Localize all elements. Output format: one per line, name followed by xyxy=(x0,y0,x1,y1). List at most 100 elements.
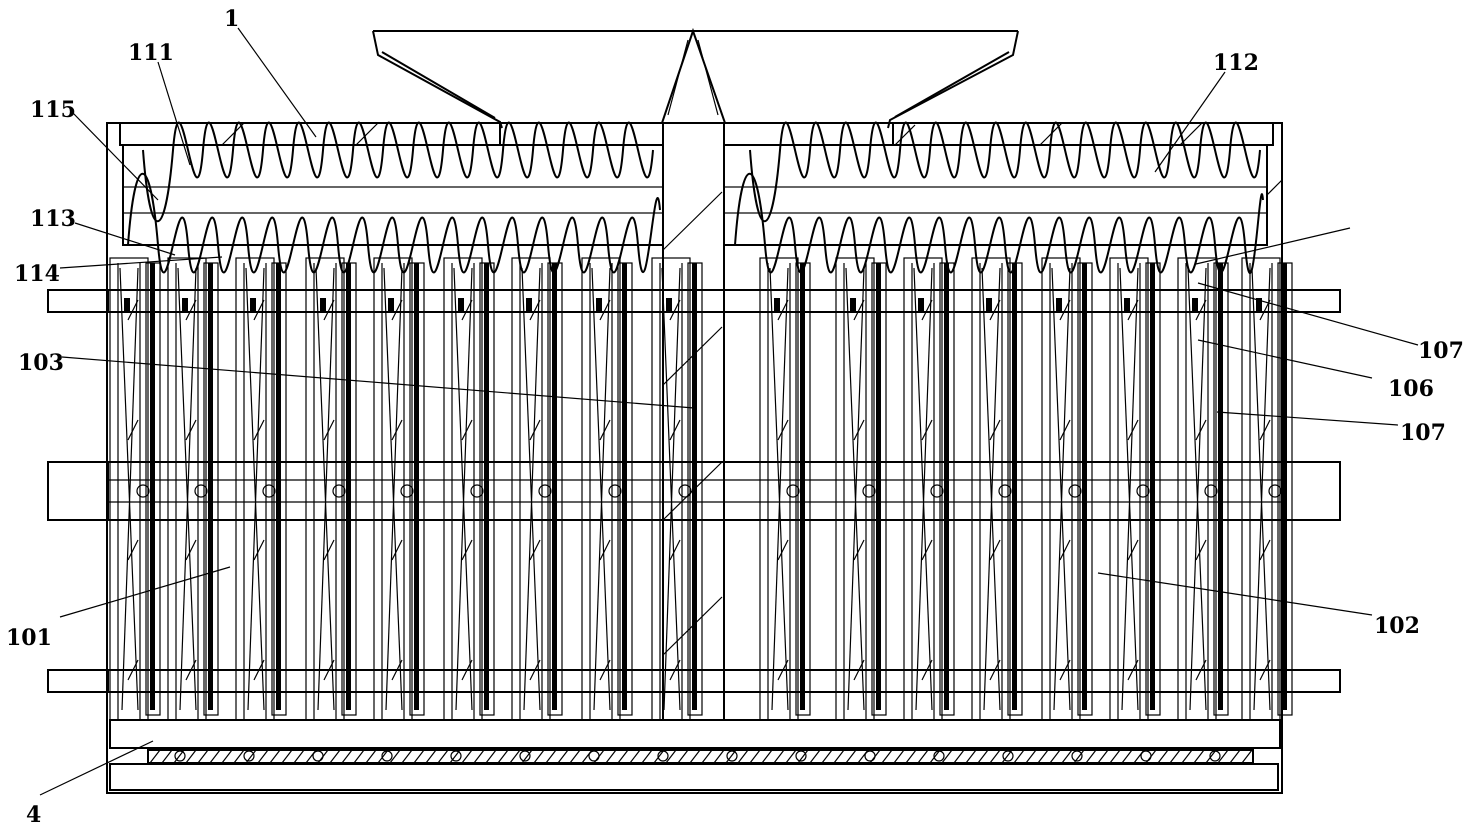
rail-mark xyxy=(250,298,256,312)
hatch-stroke xyxy=(529,659,541,681)
hatch-stroke xyxy=(599,539,611,561)
base-roller xyxy=(1140,750,1152,762)
hatch-line xyxy=(953,749,965,764)
base-roller xyxy=(1071,750,1083,762)
hatch-line xyxy=(365,749,377,764)
hatch-stroke xyxy=(253,419,265,441)
hatch-stroke xyxy=(185,419,197,441)
pin-hole xyxy=(786,484,800,498)
taper-line xyxy=(981,267,1001,711)
hopper xyxy=(372,30,1019,129)
taper-line xyxy=(521,267,541,711)
plate-frame xyxy=(939,262,955,716)
hatch-stroke xyxy=(391,419,403,441)
hatch-stroke xyxy=(989,539,1001,561)
hatch-line xyxy=(989,749,1001,764)
taper-line xyxy=(1253,267,1271,711)
hatch-line xyxy=(1229,749,1241,764)
plate-frame xyxy=(1077,262,1093,716)
base-roller xyxy=(726,750,738,762)
plate-frame xyxy=(409,262,425,716)
hatch-stroke xyxy=(253,539,265,561)
pin-hole xyxy=(470,484,484,498)
hatch-stroke xyxy=(461,659,473,681)
hatch-line xyxy=(161,749,173,764)
plate-frame xyxy=(1007,262,1023,716)
plate-frame xyxy=(341,262,357,716)
hatch-line xyxy=(1217,749,1229,764)
dark-plate xyxy=(622,263,627,710)
hatch-line xyxy=(1169,749,1181,764)
dark-plate xyxy=(692,263,697,710)
hatch-stroke xyxy=(1195,659,1207,681)
hatch-line xyxy=(197,749,209,764)
taper-line xyxy=(523,267,541,711)
hatch-stroke xyxy=(1195,299,1207,321)
hatch-stroke xyxy=(669,539,681,561)
hatch-line xyxy=(269,749,281,764)
hatch-stroke xyxy=(391,299,403,321)
hatch-stroke xyxy=(669,659,681,681)
taper-line xyxy=(845,267,865,711)
base-roller xyxy=(588,750,600,762)
rail-mark xyxy=(458,298,464,312)
taper-line xyxy=(1121,267,1139,711)
hatch-line xyxy=(329,749,341,764)
taper-line xyxy=(1119,267,1139,711)
label-103: 103 xyxy=(18,350,64,376)
hatch-line xyxy=(149,749,161,764)
hatch-line xyxy=(773,749,785,764)
label-4: 4 xyxy=(26,802,41,828)
hatch-line xyxy=(833,749,845,764)
hatch-line xyxy=(1013,749,1025,764)
hatch-line xyxy=(209,749,221,764)
taper-line xyxy=(317,267,335,711)
hatch-stroke xyxy=(1259,419,1271,441)
taper-line xyxy=(1051,267,1071,711)
rail-mark xyxy=(526,298,532,312)
hatch-stroke xyxy=(127,299,139,321)
taper-line xyxy=(915,267,933,711)
taper-line xyxy=(769,267,789,711)
hatch-line xyxy=(821,749,833,764)
base-hatching xyxy=(149,749,1253,764)
label-102: 102 xyxy=(1374,613,1420,639)
base-roller xyxy=(1002,750,1014,762)
hatch-line xyxy=(557,749,569,764)
rail-mark xyxy=(1124,298,1130,312)
hatch-stroke xyxy=(989,419,1001,441)
hatch-stroke xyxy=(391,659,403,681)
hatch-line xyxy=(1025,749,1037,764)
hatch-line xyxy=(965,749,977,764)
hatch-stroke xyxy=(185,539,197,561)
hatch-stroke xyxy=(1127,659,1139,681)
label-111: 111 xyxy=(128,40,174,66)
dark-plate xyxy=(1150,263,1155,710)
hatch-line xyxy=(1109,749,1121,764)
base-roller xyxy=(174,750,186,762)
hatch-line xyxy=(1037,749,1049,764)
hatch-stroke xyxy=(777,539,789,561)
hatch-stroke xyxy=(323,419,335,441)
hatch-stroke xyxy=(529,299,541,321)
hatch-line xyxy=(785,749,797,764)
hatch-line xyxy=(569,749,581,764)
hatch-stroke xyxy=(1195,419,1207,441)
taper-line xyxy=(1053,267,1071,711)
hatch-stroke xyxy=(777,299,789,321)
hatch-line xyxy=(653,749,665,764)
hatch-stroke xyxy=(921,299,933,321)
hatch-line xyxy=(905,749,917,764)
dark-plate xyxy=(552,263,557,710)
hatch-line xyxy=(629,749,641,764)
hatch-line xyxy=(497,749,509,764)
taper-line xyxy=(119,267,139,711)
pin-hole xyxy=(1204,484,1218,498)
dark-plate xyxy=(484,263,489,710)
rail-mark xyxy=(1256,298,1262,312)
rail-mark xyxy=(850,298,856,312)
base-roller xyxy=(381,750,393,762)
hatch-stroke xyxy=(599,419,611,441)
hatch-stroke xyxy=(1127,539,1139,561)
hatch-line xyxy=(1205,749,1217,764)
